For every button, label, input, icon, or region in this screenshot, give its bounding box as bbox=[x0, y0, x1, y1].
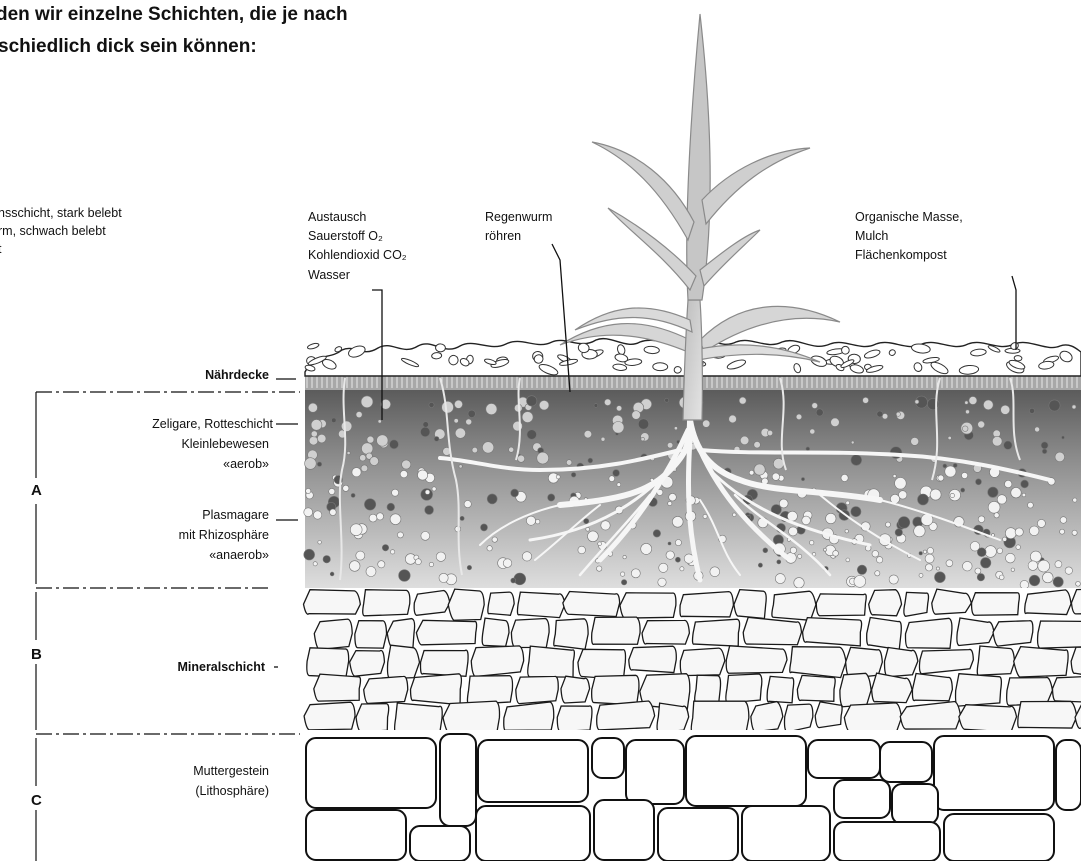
plant-leaf-upper-right bbox=[702, 148, 810, 224]
plant-leaf-mid-right bbox=[700, 230, 760, 286]
plant-leaf-center bbox=[687, 14, 710, 300]
pointer-organisch bbox=[1012, 276, 1016, 350]
plant-leaf-upper-left bbox=[592, 142, 694, 240]
horizon-brackets bbox=[36, 392, 300, 861]
bedrock-blocks bbox=[306, 734, 1081, 861]
